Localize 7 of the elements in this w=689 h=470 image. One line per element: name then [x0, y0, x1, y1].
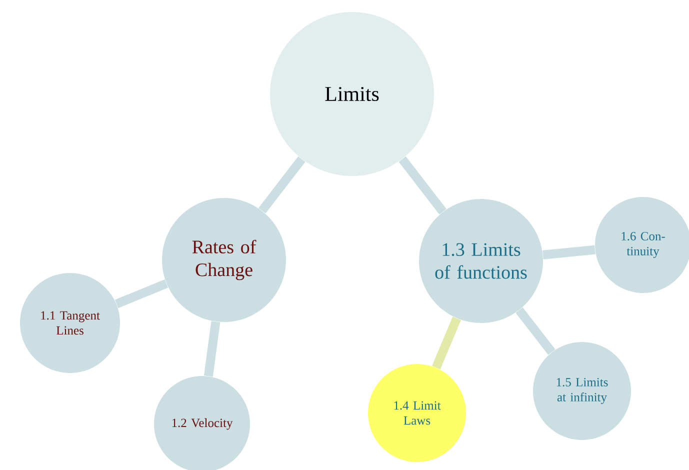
branch-connector	[516, 307, 556, 355]
branch-connector	[204, 321, 220, 377]
branch-connector	[114, 279, 168, 308]
branch-connector	[398, 156, 446, 214]
branch-connector	[432, 316, 461, 370]
branch-connector	[258, 156, 306, 214]
branch-connector	[542, 245, 596, 260]
